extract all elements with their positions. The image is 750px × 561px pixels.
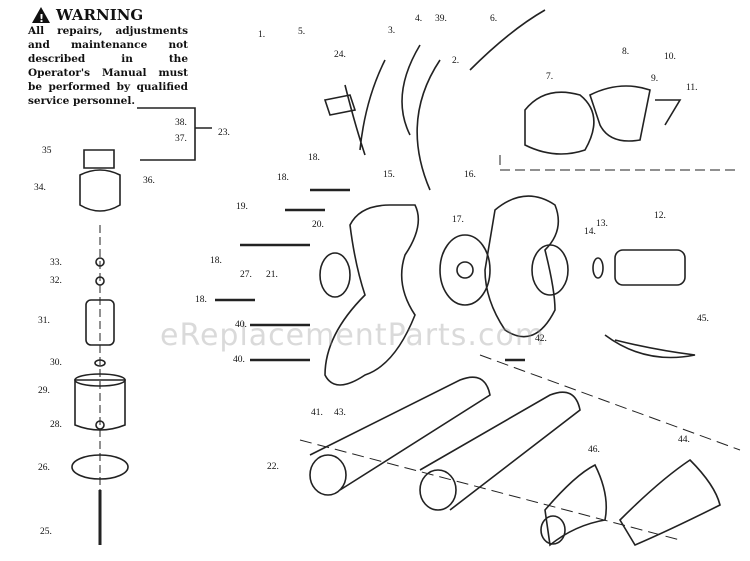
part-12-motor [614, 249, 686, 286]
callout-label: 18. [308, 153, 320, 163]
part-34-switch-housing [79, 169, 121, 212]
warning-title: ! WARNING [32, 6, 188, 25]
warning-triangle-icon: ! [32, 7, 50, 25]
part-29-field [74, 379, 126, 431]
part-32-washer [95, 276, 105, 286]
callout-label: 21. [266, 270, 278, 280]
callout-label: 8. [622, 47, 630, 57]
callout-label: 18. [277, 173, 289, 183]
callout-label: 39. [435, 14, 447, 24]
callout-label: 9. [651, 74, 659, 84]
callout-label: 22. [267, 462, 279, 472]
callout-label: 31. [38, 316, 50, 326]
callout-label: 19. [236, 202, 248, 212]
part-8-handle [589, 85, 651, 142]
callout-label: 38. [175, 118, 187, 128]
callout-label: 10. [664, 52, 676, 62]
callout-label: 3. [388, 26, 396, 36]
warning-text: All repairs, adjustments and maintenance… [28, 25, 188, 107]
callout-label: 41. [311, 408, 323, 418]
callout-label: 45. [697, 314, 709, 324]
callout-label: 14. [584, 227, 596, 237]
part-7-cover [524, 91, 595, 155]
part-22-tube-2 [419, 391, 581, 511]
part-33-washer [95, 257, 105, 267]
callout-label: 42. [535, 334, 547, 344]
part-45-cord [604, 334, 696, 359]
callout-label: 16. [464, 170, 476, 180]
part-28-washer [95, 420, 105, 430]
callout-label: 43. [334, 408, 346, 418]
callout-label: 17. [452, 215, 464, 225]
callout-label: 12. [654, 211, 666, 221]
callout-label: 15. [383, 170, 395, 180]
part-13-bearing [592, 257, 604, 279]
part-10-trigger [655, 99, 682, 126]
callout-label: 40. [233, 355, 245, 365]
callout-label: 2. [452, 56, 460, 66]
part-44-flat-nozzle [618, 458, 721, 547]
callout-label: 32. [50, 276, 62, 286]
callout-label: 4. [415, 14, 423, 24]
callout-label: 29. [38, 386, 50, 396]
part-31-armature [85, 299, 115, 346]
part-30-bearing [94, 359, 106, 367]
callout-label: 13. [596, 219, 608, 229]
part-35-brush-holder [83, 149, 115, 169]
callout-label: 24. [334, 50, 346, 60]
warning-box: ! WARNING All repairs, adjustments and m… [28, 6, 188, 108]
callout-label: 35 [42, 146, 52, 156]
part-22-tube [309, 376, 491, 491]
callout-label: 5. [298, 27, 306, 37]
callout-label: 44. [678, 435, 690, 445]
part-46-nozzle [544, 463, 608, 547]
callout-label: 6. [490, 14, 498, 24]
wires [344, 9, 546, 191]
part-26-end-bell [71, 454, 129, 480]
callout-label: 20. [312, 220, 324, 230]
warning-title-text: WARNING [56, 6, 144, 24]
part-16-right-housing [484, 195, 560, 338]
callout-label: 27. [240, 270, 252, 280]
callout-label: 36. [143, 176, 155, 186]
callout-label: 46. [588, 445, 600, 455]
callout-label: 23. [218, 128, 230, 138]
callout-label: 25. [40, 527, 52, 537]
callout-label: 28. [50, 420, 62, 430]
callout-label: 1. [258, 30, 266, 40]
callout-label: 40. [235, 320, 247, 330]
callout-label: 26. [38, 463, 50, 473]
callout-label: 37. [175, 134, 187, 144]
part-17-impeller [439, 234, 491, 306]
callout-label: 7. [546, 72, 554, 82]
callout-label: 18. [210, 256, 222, 266]
part-24-label [323, 94, 357, 116]
callout-label: 11. [686, 83, 698, 93]
callout-label: 33. [50, 258, 62, 268]
screws [215, 188, 525, 362]
callout-label: 30. [50, 358, 62, 368]
part-15-left-housing [324, 204, 420, 386]
callout-label: 18. [195, 295, 207, 305]
callout-label: 34. [34, 183, 46, 193]
part-20-impeller-guard [319, 252, 351, 298]
group-bracket [137, 107, 212, 161]
